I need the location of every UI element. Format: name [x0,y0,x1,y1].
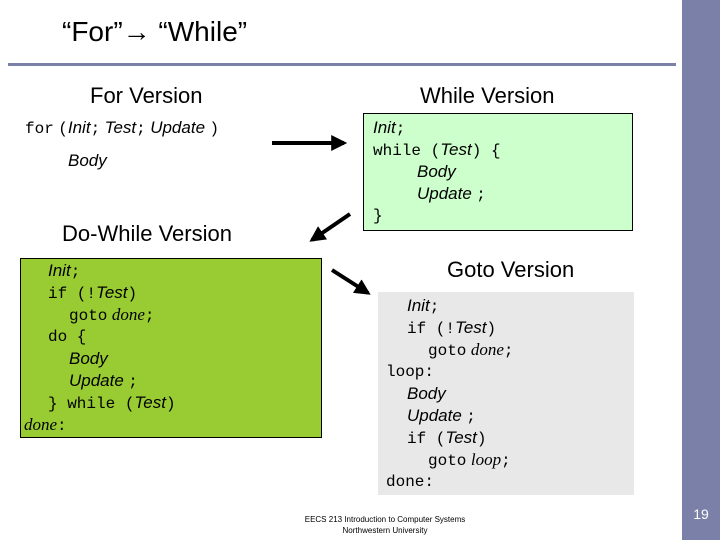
goto-version-header: Goto Version [447,257,575,282]
goto-code-box: Init; if (!Test) goto done; loop: Body U… [378,292,634,495]
footer: EECS 213 Introduction to Computer System… [280,514,490,536]
for-line: for (Init; Test; Update ) [25,118,220,138]
title-divider [8,63,676,66]
arrow-do-to-goto [330,268,371,295]
arrow-while-to-do [309,212,352,242]
footer-line-2: Northwestern University [342,526,428,535]
slide-number: 19 [693,506,709,522]
footer-line-1: EECS 213 Introduction to Computer System… [304,515,466,524]
while-version-header: While Version [420,83,555,108]
do-while-version-header: Do-While Version [62,221,232,246]
for-body: Body [68,151,107,170]
sidebar-band [682,0,720,540]
for-version-header: For Version [90,83,203,108]
do-while-code-box: Init; if (!Test) goto done; do { Body Up… [20,258,322,438]
slide-title: “For”→ “While” [62,16,248,47]
while-code-box: Init; while (Test) { Body Update ; } [363,113,633,231]
